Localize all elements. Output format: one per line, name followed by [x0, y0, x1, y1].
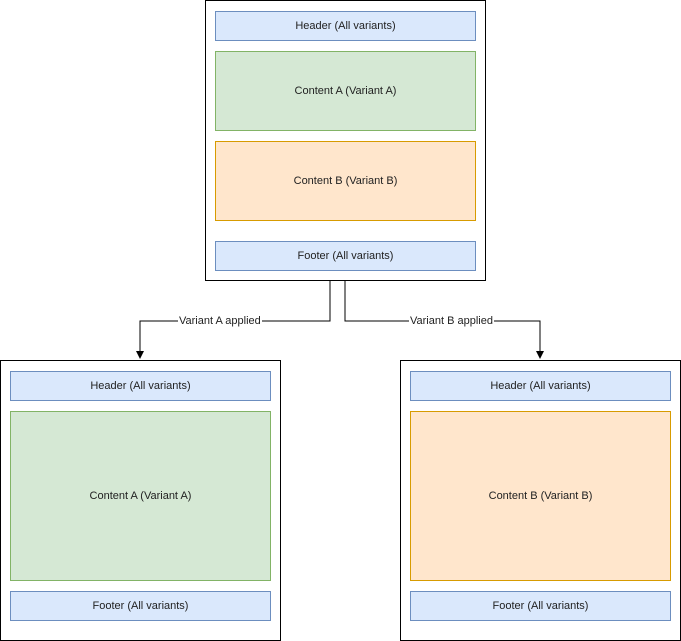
parent-footer-label: Footer (All variants)	[297, 250, 394, 262]
parent-content-b-block: Content B (Variant B)	[215, 141, 476, 221]
edge-label-variant-a: Variant A applied	[178, 315, 262, 327]
parent-content-a-block: Content A (Variant A)	[215, 51, 476, 131]
parent-layout-frame: Header (All variants) Content A (Variant…	[205, 0, 486, 281]
variant-b-header-label: Header (All variants)	[490, 380, 591, 392]
parent-footer-block: Footer (All variants)	[215, 241, 476, 271]
variant-b-footer-label: Footer (All variants)	[492, 600, 589, 612]
parent-content-b-label: Content B (Variant B)	[293, 175, 398, 187]
variant-b-content-block: Content B (Variant B)	[410, 411, 671, 581]
edge-label-variant-b: Variant B applied	[409, 315, 494, 327]
parent-header-block: Header (All variants)	[215, 11, 476, 41]
variant-a-content-label: Content A (Variant A)	[89, 490, 192, 502]
variant-a-footer-label: Footer (All variants)	[92, 600, 189, 612]
variant-a-content-block: Content A (Variant A)	[10, 411, 271, 581]
variant-b-footer-block: Footer (All variants)	[410, 591, 671, 621]
variant-b-content-label: Content B (Variant B)	[488, 490, 593, 502]
variant-b-layout-frame: Header (All variants) Content B (Variant…	[400, 360, 681, 641]
variant-b-header-block: Header (All variants)	[410, 371, 671, 401]
parent-content-a-label: Content A (Variant A)	[294, 85, 397, 97]
variant-a-header-block: Header (All variants)	[10, 371, 271, 401]
variant-a-layout-frame: Header (All variants) Content A (Variant…	[0, 360, 281, 641]
parent-header-label: Header (All variants)	[295, 20, 396, 32]
variant-a-footer-block: Footer (All variants)	[10, 591, 271, 621]
variant-a-header-label: Header (All variants)	[90, 380, 191, 392]
